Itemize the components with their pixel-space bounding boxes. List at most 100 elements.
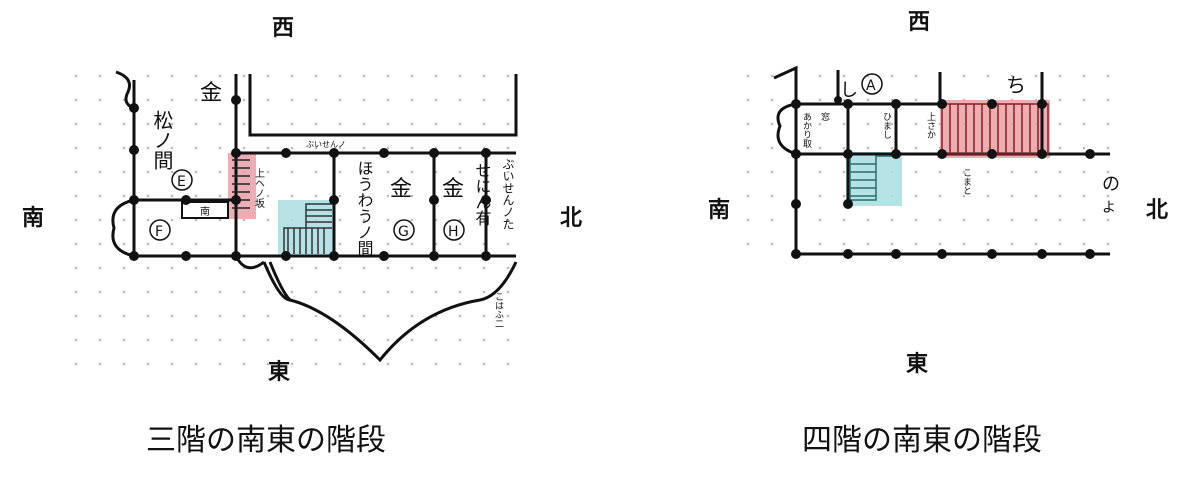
grid-dot: [146, 194, 150, 198]
grid-dot: [194, 74, 198, 78]
grid-dot: [818, 74, 822, 78]
grid-dot: [914, 218, 918, 222]
grid-dot: [914, 170, 918, 174]
grid-dot: [122, 338, 126, 342]
grid-dot: [362, 242, 366, 246]
grid-dot: [1058, 218, 1062, 222]
grid-dot: [746, 74, 750, 78]
grid-dot: [314, 266, 318, 270]
grid-dot: [170, 74, 174, 78]
grid-dot: [362, 362, 366, 366]
left-right-edge: ぶいせんノた: [501, 158, 515, 230]
right-yo: よ: [1102, 200, 1116, 216]
grid-dot: [74, 266, 78, 270]
grid-dot: [410, 122, 414, 126]
grid-dot: [146, 122, 150, 126]
grid-dot: [746, 242, 750, 246]
grid-dot: [266, 218, 270, 222]
grid-dot: [146, 242, 150, 246]
grid-dot: [98, 146, 102, 150]
grid-dot: [458, 218, 462, 222]
grid-dot: [122, 146, 126, 150]
grid-dot: [1010, 170, 1014, 174]
grid-dot: [242, 122, 246, 126]
grid-dot: [362, 146, 366, 150]
grid-dot: [890, 218, 894, 222]
grid-dot: [458, 362, 462, 366]
grid-dot: [386, 242, 390, 246]
grid-dot: [74, 362, 78, 366]
grid-dot: [170, 242, 174, 246]
grid-dot: [866, 146, 870, 150]
grid-dot: [98, 194, 102, 198]
grid-dot: [842, 74, 846, 78]
grid-dot: [146, 98, 150, 102]
grid-dot: [1010, 242, 1014, 246]
grid-dot: [338, 74, 342, 78]
grid-dot: [218, 242, 222, 246]
grid-dot: [362, 266, 366, 270]
grid-dot: [98, 266, 102, 270]
grid-dot: [506, 122, 510, 126]
grid-dot: [842, 122, 846, 126]
grid-dot: [170, 98, 174, 102]
grid-dot: [242, 362, 246, 366]
grid-dot: [434, 122, 438, 126]
grid-dot: [242, 218, 246, 222]
left-posts: [129, 95, 491, 261]
grid-dot: [146, 146, 150, 150]
grid-dot: [386, 194, 390, 198]
grid-dot: [866, 242, 870, 246]
grid-dot: [914, 74, 918, 78]
grid-dot: [386, 146, 390, 150]
grid-dot: [74, 170, 78, 174]
grid-dot: [962, 170, 966, 174]
grid-dot: [1106, 218, 1110, 222]
grid-dot: [98, 338, 102, 342]
grid-dot: [410, 146, 414, 150]
grid-dot: [482, 338, 486, 342]
grid-dot: [1034, 170, 1038, 174]
grid-dot: [146, 290, 150, 294]
grid-dot: [290, 266, 294, 270]
grid-dot: [266, 74, 270, 78]
grid-dot: [1106, 122, 1110, 126]
grid-dot: [266, 290, 270, 294]
grid-dot: [194, 290, 198, 294]
grid-dot: [122, 122, 126, 126]
grid-dot: [122, 362, 126, 366]
grid-dot: [1058, 170, 1062, 174]
grid-dot: [170, 194, 174, 198]
grid-dot: [1082, 194, 1086, 198]
left-circle-f: F: [155, 224, 163, 240]
grid-dot: [458, 194, 462, 198]
right-red-stair-highlight: [940, 100, 1050, 158]
grid-dot: [386, 218, 390, 222]
grid-dot: [242, 146, 246, 150]
grid-dot: [482, 314, 486, 318]
grid-dot: [1034, 242, 1038, 246]
grid-dot: [746, 218, 750, 222]
grid-dot: [362, 314, 366, 318]
grid-dot: [458, 122, 462, 126]
grid-dot: [434, 290, 438, 294]
grid-dot: [170, 290, 174, 294]
grid-dot: [98, 170, 102, 174]
grid-dot: [146, 314, 150, 318]
grid-dot: [410, 362, 414, 366]
grid-dot: [338, 146, 342, 150]
grid-dot: [1058, 98, 1062, 102]
grid-dot: [458, 74, 462, 78]
grid-dot: [314, 314, 318, 318]
grid-dot: [818, 242, 822, 246]
grid-dot: [266, 242, 270, 246]
grid-dot: [290, 122, 294, 126]
grid-dot: [146, 338, 150, 342]
right-mado: 窓: [819, 111, 830, 121]
grid-dot: [914, 194, 918, 198]
left-small-label: 南: [200, 205, 210, 218]
grid-dot: [410, 314, 414, 318]
grid-dot: [1082, 146, 1086, 150]
grid-dot: [386, 290, 390, 294]
